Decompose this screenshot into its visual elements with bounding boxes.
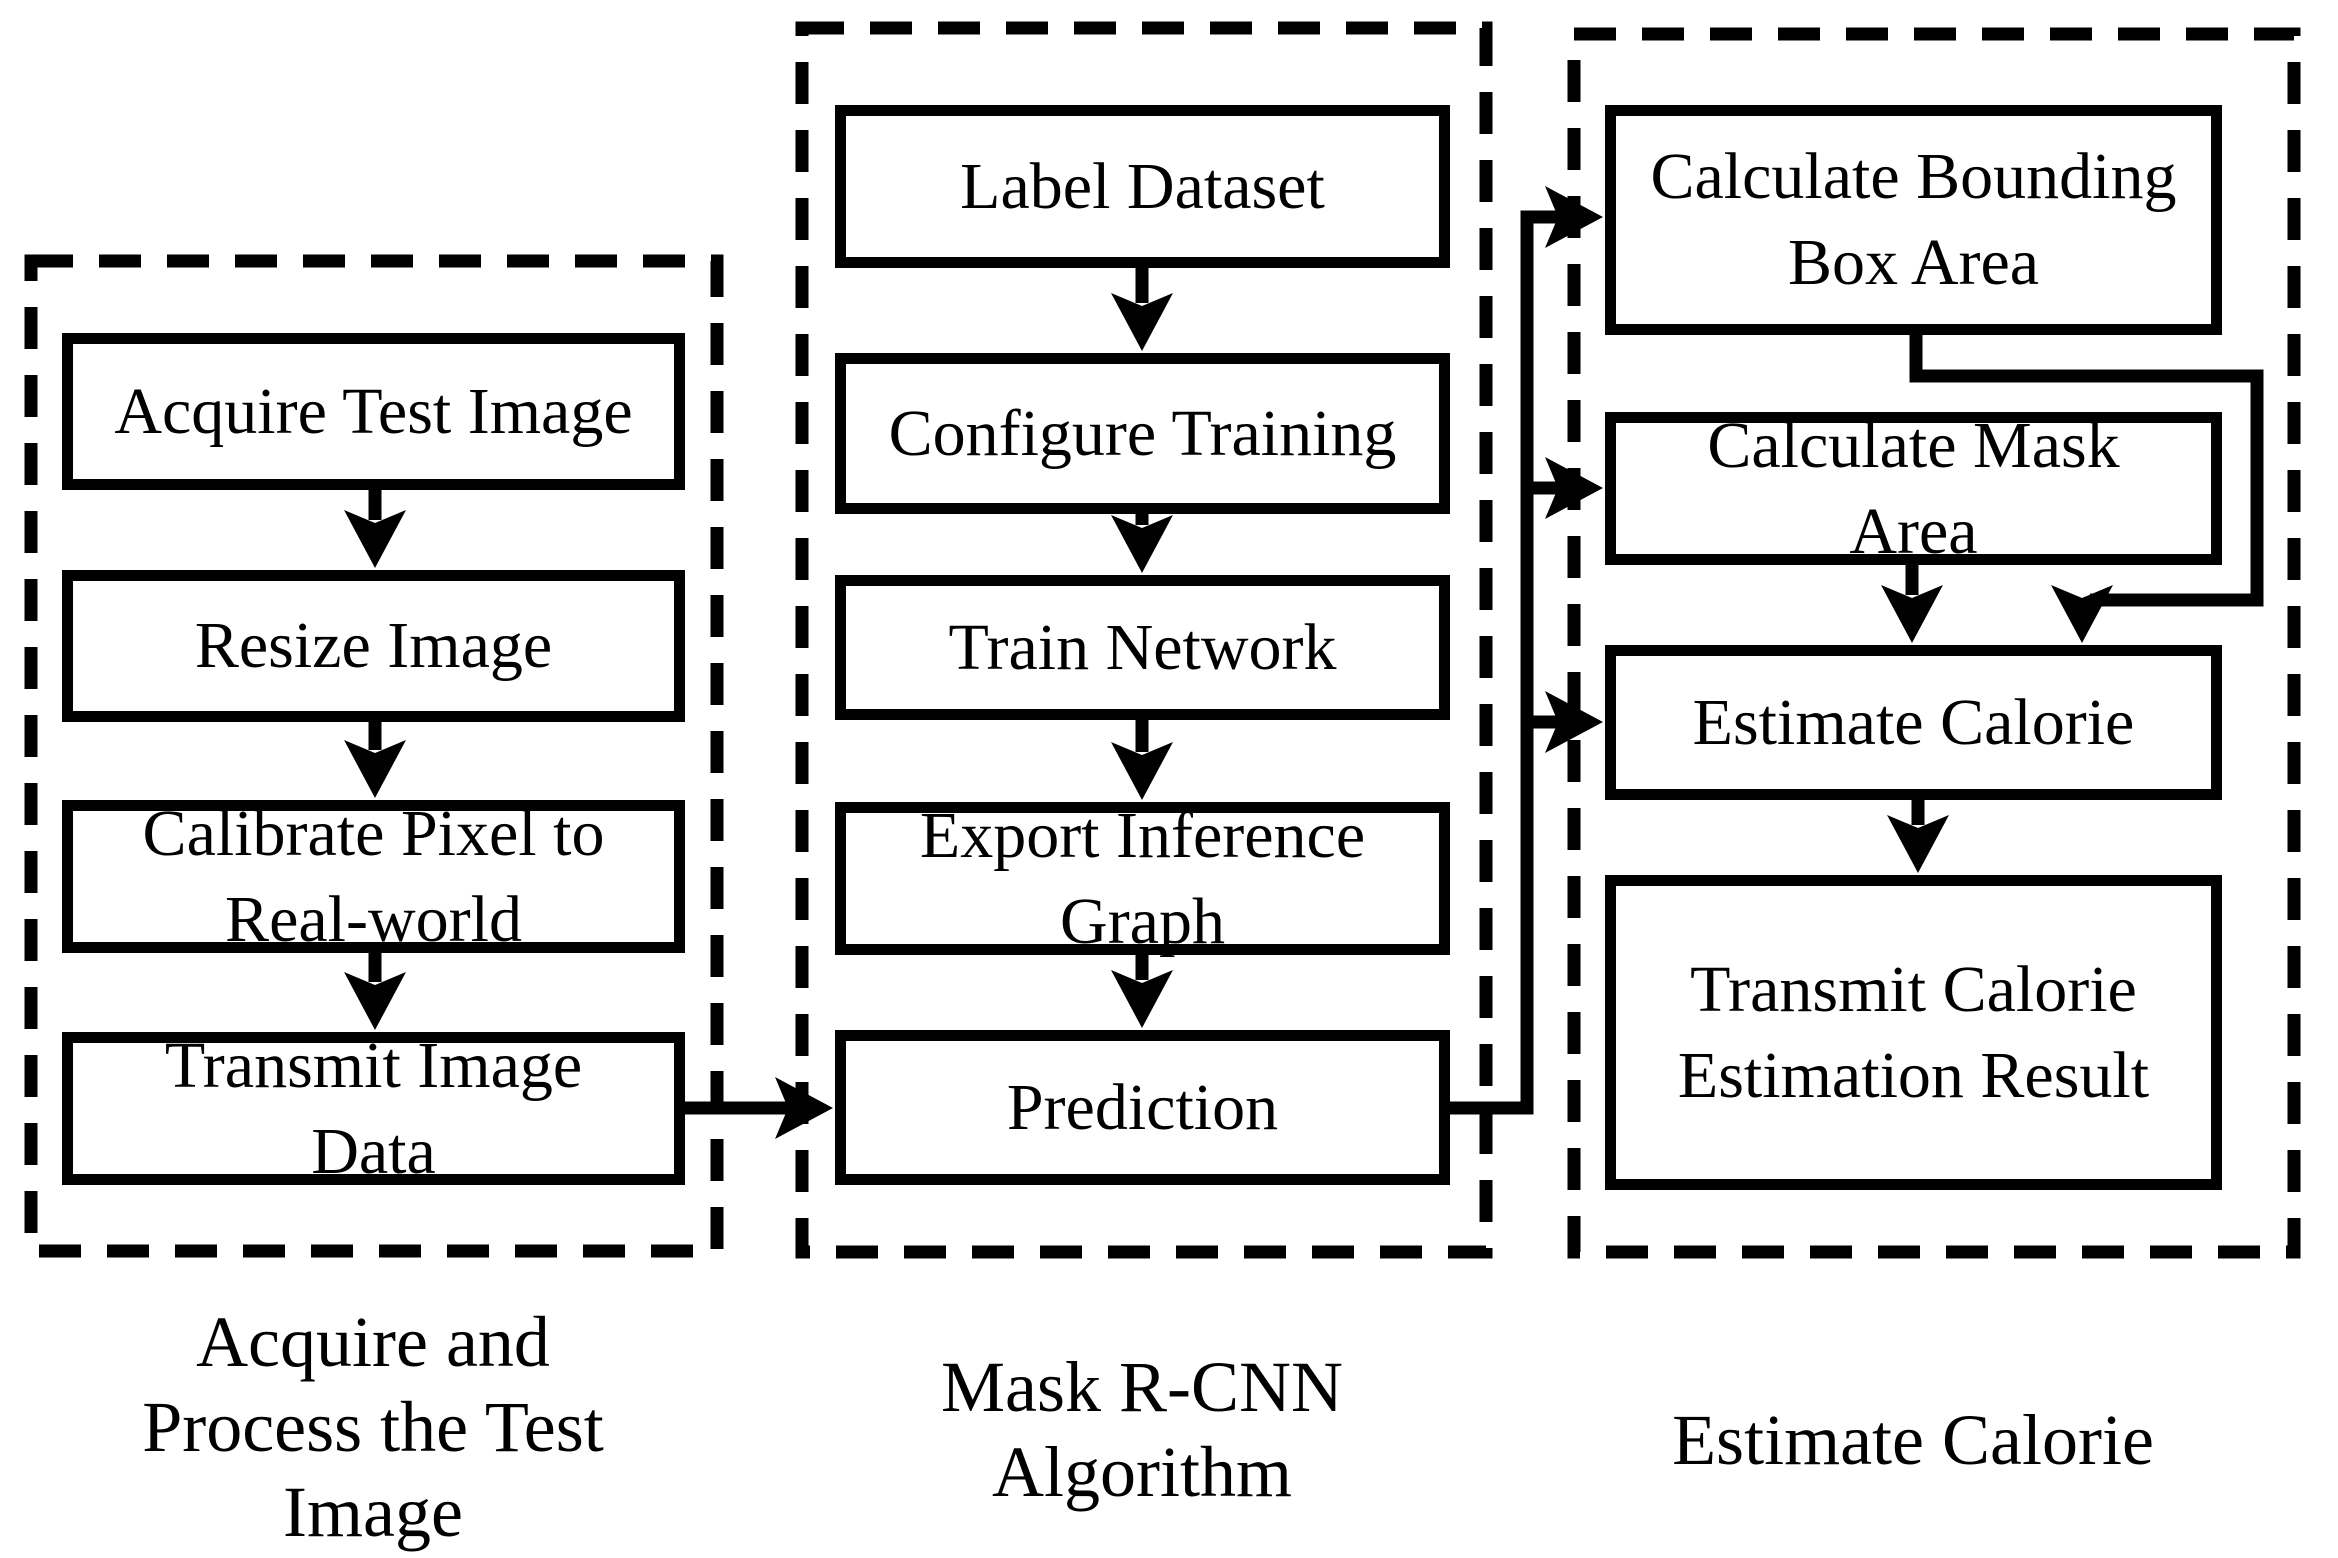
caption-mask-rcnn: Mask R-CNN Algorithm [940,1347,1343,1512]
node-resize-image: Resize Image [62,570,685,722]
arrow-calibrate-to-transmit [344,953,406,1030]
node-train-network: Train Network [835,575,1450,720]
node-transmit-calorie-result: Transmit Calorie Estimation Result [1605,875,2222,1190]
node-transmit-image-data: Transmit Image Data [62,1029,685,1188]
arrow-prediction-branches [1450,186,1603,1115]
arrow-export-to-prediction [1111,955,1173,1028]
group-border-mask-rcnn [795,21,1493,1259]
arrow-label-to-configure [1111,268,1173,351]
node-calculate-mask-area: Calculate Mask Area [1605,409,2222,568]
arrow-transmit-to-prediction [685,1077,833,1139]
node-prediction: Prediction [835,1030,1450,1185]
caption-acquire-process: Acquire and Process the Test Image [142,1302,604,1552]
caption-estimate-calorie: Estimate Calorie [1672,1400,2154,1480]
node-calibrate-pixel: Calibrate Pixel to Real-world [62,797,685,956]
node-label-dataset: Label Dataset [835,105,1450,268]
arrow-estimate-to-transmitresult [1887,800,1949,873]
arrow-acquire-to-resize [344,490,406,568]
arrow-resize-to-calibrate [344,722,406,798]
node-export-inference-graph: Export Inference Graph [835,799,1450,958]
node-estimate-calorie: Estimate Calorie [1605,645,2222,800]
arrow-configure-to-train [1111,514,1173,573]
node-configure-training: Configure Training [835,353,1450,514]
group-border-estimate-calorie [1567,27,2301,1259]
arrow-train-to-export [1111,720,1173,800]
node-acquire-test-image: Acquire Test Image [62,333,685,490]
arrow-boundingbox-to-estimate [1909,335,2264,643]
group-border-acquire-process [24,254,724,1258]
arrow-maskarea-to-estimate [1881,565,1943,643]
node-calculate-bounding-box-area: Calculate Bounding Box Area [1605,105,2222,335]
